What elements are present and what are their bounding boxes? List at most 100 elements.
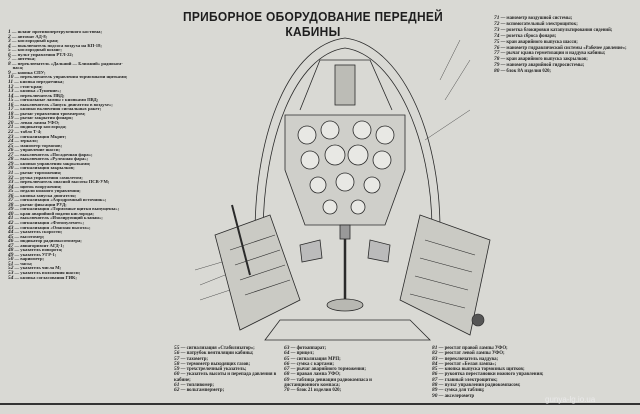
legend-number: 23 xyxy=(8,133,14,140)
legend-item: 11 — кнопка передатчика; xyxy=(8,79,198,86)
legend-dash: — xyxy=(289,388,297,394)
legend-text: кнопка выпуска тормозных щитков; xyxy=(444,367,525,373)
legend-item: 18 — рычаг управления триммером; xyxy=(8,111,198,117)
legend-dash: — xyxy=(13,179,21,185)
legend-item: 23 — сигнализация Мкрит; xyxy=(8,133,198,140)
legend-number: 88 xyxy=(432,382,438,389)
legend-number: 52 xyxy=(8,265,14,272)
legend-item: 20 — левая лампа УФО; xyxy=(8,119,198,126)
legend-number: 73 xyxy=(494,26,500,33)
legend-item: 50 — вариометр; xyxy=(8,257,198,263)
legend-number: 89 xyxy=(432,387,438,394)
legend-number: 9 xyxy=(8,69,11,76)
legend-item: 34 — щиток вооружения; xyxy=(8,184,198,190)
legend-number: 56 xyxy=(174,350,180,357)
legend-number: 31 xyxy=(8,169,14,176)
legend-item: 49 — указатель УГР-1; xyxy=(8,252,198,258)
legend-dash: — xyxy=(289,361,297,367)
legend-number: 64 xyxy=(284,350,290,357)
legend-item: 67 — рычаг аварийного торможения; xyxy=(284,366,404,373)
legend-number: 20 xyxy=(8,119,14,126)
legend-text: сигнализация МРП; xyxy=(296,356,341,362)
legend-number: 29 xyxy=(8,160,14,167)
legend-dash: — xyxy=(437,377,445,383)
legend-text: указатель поворота; xyxy=(20,247,63,253)
legend-text: высотомер; xyxy=(20,233,45,239)
legend-item: 64 — прицел; xyxy=(284,350,404,357)
legend-dash: — xyxy=(13,242,21,248)
legend-dash: — xyxy=(13,233,21,239)
legend-dash: — xyxy=(437,367,445,373)
legend-dash: — xyxy=(10,69,18,75)
legend-text: кнопка передатчика; xyxy=(19,79,64,85)
canopy-frame-inner xyxy=(262,47,433,236)
legend-text: блок 8А изделия 020; xyxy=(506,69,551,75)
legend-number: 47 xyxy=(8,242,14,249)
legend-text: кнопка согласования ГИК; xyxy=(20,274,77,280)
legend-item: 55 — сигнализация «Стабилизатор»; xyxy=(174,345,284,351)
legend-item: 28 — выключатель «Рулежная фара»; xyxy=(8,157,198,163)
legend-text: блок 21 изделия 020; xyxy=(296,388,342,394)
legend-dash: — xyxy=(437,388,445,394)
legend-item: 63 — фотоаппарат; xyxy=(284,345,404,351)
legend-item: 37 — сигнализация «Аэродромный источник»… xyxy=(8,197,198,203)
legend-number: 81 xyxy=(432,345,438,351)
legend-text: манометр тормозов; xyxy=(20,142,63,148)
legend-number: 75 xyxy=(494,38,500,45)
legend-dash: — xyxy=(13,138,21,144)
legend-item: 62 — вольтамперметр; xyxy=(174,388,284,394)
legend-text: указатель числа М; xyxy=(20,265,62,271)
legend-dash: — xyxy=(13,188,21,194)
legend-dash: — xyxy=(289,367,297,373)
legend-dash: — xyxy=(10,56,18,62)
legend-number: 26 xyxy=(8,147,14,154)
legend-item: 19 — рычаг закрытия фонаря; xyxy=(8,116,198,122)
legend-dash: — xyxy=(437,346,445,351)
legend-text: автомат АД-8; xyxy=(17,33,48,39)
legend-item: 87 — главный электрощиток; xyxy=(432,377,612,383)
legend-item: 57 — тахометр; xyxy=(174,356,284,362)
legend-number: 15 xyxy=(8,97,14,104)
legend-number: 45 xyxy=(8,233,14,240)
legend-dash: — xyxy=(179,367,187,373)
legend-text: левая лампа УФО; xyxy=(20,119,60,125)
canopy-frame xyxy=(254,37,441,236)
legend-number: 83 xyxy=(432,355,438,362)
legend-dash: — xyxy=(13,92,21,98)
legend-text: розетка сброса фонаря; xyxy=(506,33,557,39)
legend-text: реостат «Белая лампа»; xyxy=(444,361,497,367)
legend-item: 83 — переключатель наддува; xyxy=(432,355,612,362)
legend-number: 22 xyxy=(8,129,14,136)
legend-dash: — xyxy=(13,142,21,148)
legend-number: 70 xyxy=(284,387,290,394)
legend-item: 80 — блок 8А изделия 020; xyxy=(494,68,640,75)
legend-dash: — xyxy=(179,383,187,389)
legend-number: 67 xyxy=(284,366,290,373)
legend-text: сигнализация «Стабилизатор»; xyxy=(186,346,255,351)
bottom-legend-col3: 81 — реостат правой лампы УФО; 82 — реост… xyxy=(432,345,612,399)
legend-text: реостат правой лампы УФО; xyxy=(444,346,508,351)
legend-number: 86 xyxy=(432,371,438,378)
legend-dash: — xyxy=(289,346,297,351)
legend-item: 72 — вспомогательный электрощиток; xyxy=(494,21,640,28)
legend-dash: — xyxy=(13,269,21,275)
legend-number: 8 xyxy=(8,60,11,67)
legend-number: 36 xyxy=(8,192,14,199)
legend-number: 48 xyxy=(8,247,14,254)
legend-item: 39 — сигнализация «Тормозные щитки выпущ… xyxy=(8,207,198,213)
legend-number: 79 xyxy=(494,62,500,69)
legend-text: топливомер; xyxy=(186,383,215,389)
legend-number: 63 xyxy=(284,345,290,351)
legend-dash: — xyxy=(13,124,21,130)
legend-dash: — xyxy=(10,29,18,34)
gunsight xyxy=(334,64,356,106)
legend-text: вспомогательный электрощиток; xyxy=(506,21,578,27)
legend-text: управление шасси; xyxy=(20,147,61,153)
legend-number: 42 xyxy=(8,219,14,226)
legend-item: 45 — высотомер; xyxy=(8,233,198,240)
legend-dash: — xyxy=(179,351,187,357)
legend-number: 11 xyxy=(8,79,14,86)
legend-dash: — xyxy=(437,393,445,399)
legend-item: 24 — зеркало; xyxy=(8,138,198,144)
legend-number: 82 xyxy=(432,350,438,357)
